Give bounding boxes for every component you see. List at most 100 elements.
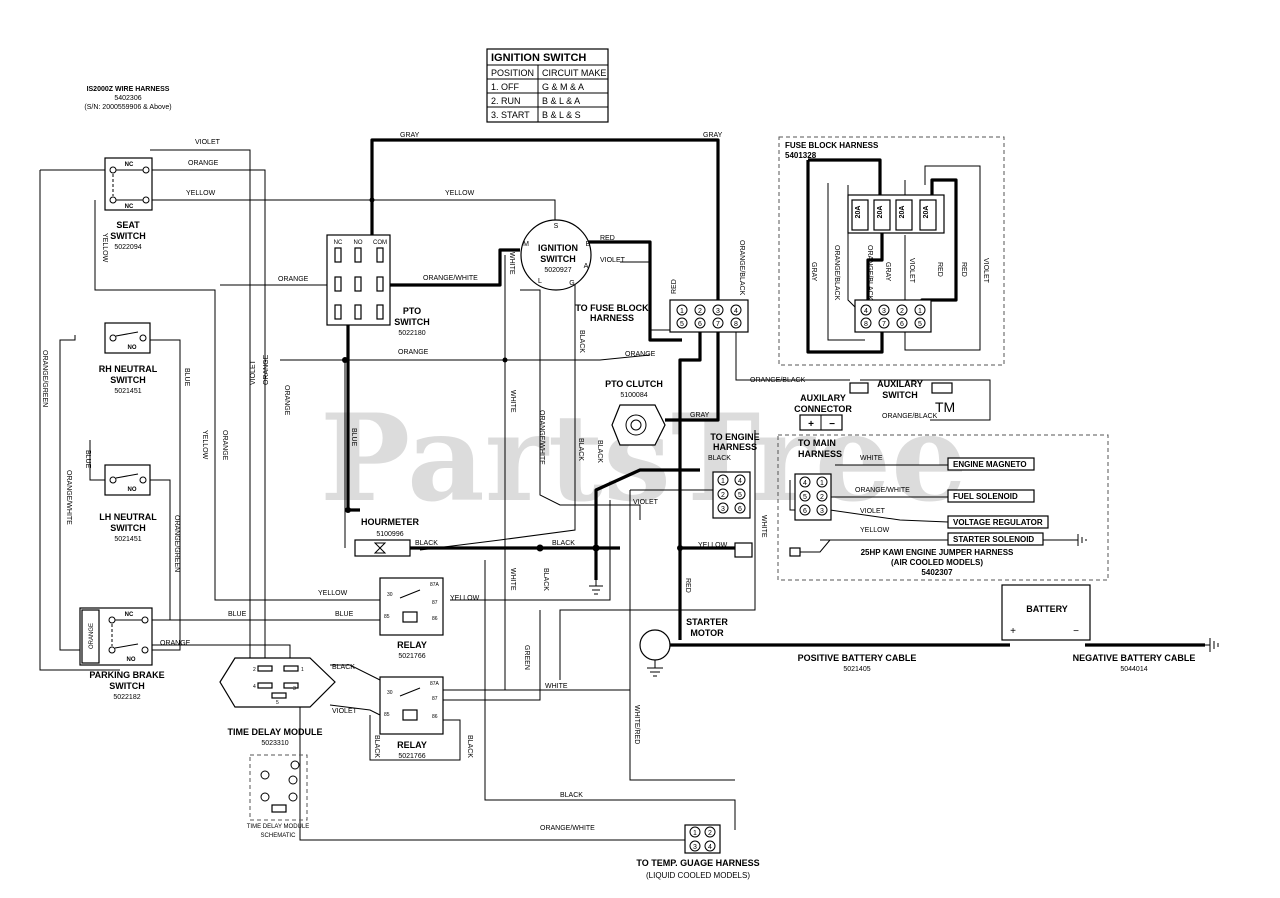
engine-harness-connector: TO ENGINE HARNESS 1 4 2 5 3 6 xyxy=(710,432,760,519)
hourmeter-name: HOURMETER xyxy=(361,517,419,527)
relay2-87a: 87A xyxy=(430,681,440,687)
wire-label: BLACK xyxy=(415,540,438,547)
ej-pin-6: 6 xyxy=(803,508,807,515)
ej-pin-2: 2 xyxy=(820,494,824,501)
time-delay-module: 2 1 4 3 5 TIME DELAY MODULE 5023310 TIME… xyxy=(219,657,336,839)
pto-clutch: PTO CLUTCH 5100084 xyxy=(605,379,666,446)
ign-terminal-b: B xyxy=(586,241,591,248)
thick-wires xyxy=(346,138,1205,647)
wire-label: BLACK xyxy=(542,568,549,591)
eh-pin-6: 6 xyxy=(738,506,742,513)
wire-label: VIOLET xyxy=(633,499,659,506)
wire-label: BLACK xyxy=(560,792,583,799)
relay2-30: 30 xyxy=(387,690,393,696)
wire-label: ORANGE xyxy=(263,354,270,385)
to-main-label2: HARNESS xyxy=(798,449,842,459)
wire-label: WHITE xyxy=(509,390,516,413)
fbc-pin-1: 1 xyxy=(680,308,684,315)
yellow-terminal xyxy=(734,542,753,558)
wire-label: ORANGE/BLACK xyxy=(866,245,873,301)
ej-pin-4: 4 xyxy=(803,480,807,487)
rh-neutral-switch: NO RH NEUTRAL SWITCH 5021451 xyxy=(99,322,158,395)
fbc-pin-4: 4 xyxy=(734,308,738,315)
fb-pin-2: 2 xyxy=(900,308,904,315)
wire-label: ORANGE xyxy=(188,160,219,167)
pto-clutch-part: 5100084 xyxy=(620,392,647,399)
engine-box-title1: 25HP KAWI ENGINE JUMPER HARNESS xyxy=(861,548,1014,557)
tg-pin-1: 1 xyxy=(693,830,697,837)
wire-label: ORANGE xyxy=(160,640,191,647)
ej-pin-5: 5 xyxy=(803,494,807,501)
wire-label: YELLOW xyxy=(101,233,108,263)
wire-label: WHITE/RED xyxy=(633,705,640,744)
fb-pin-1: 1 xyxy=(918,308,922,315)
wire-label: BLUE xyxy=(335,611,354,618)
engine-jumper-harness: TO MAIN HARNESS 4 1 5 2 6 3 ENGINE MAGNE… xyxy=(777,434,1109,581)
pos-cable-name: POSITIVE BATTERY CABLE xyxy=(798,653,917,663)
voltage-regulator-label: VOLTAGE REGULATOR xyxy=(953,518,1043,527)
relay1-85: 85 xyxy=(384,614,390,620)
fb-pin-3: 3 xyxy=(882,308,886,315)
aux-switch-label1: AUXILARY xyxy=(877,379,923,389)
wire-label: GRAY xyxy=(884,262,891,282)
fuse-3: 20A xyxy=(899,206,906,219)
tg-pin-2: 2 xyxy=(708,830,712,837)
fbc-pin-5: 5 xyxy=(680,321,684,328)
watermark-tm: TM xyxy=(935,399,955,415)
wire-label: YELLOW xyxy=(318,590,348,597)
wire-label: ORANGE xyxy=(221,430,228,461)
eh-pin-1: 1 xyxy=(721,478,725,485)
pbrake-nc: NC xyxy=(125,612,134,618)
lh-neutral-switch: NO LH NEUTRAL SWITCH 5021451 xyxy=(99,464,157,543)
wire-label: ORANGE/BLACK xyxy=(750,377,806,384)
seat-switch: NC NC SEAT SWITCH 5022094 xyxy=(104,157,153,251)
ignition-switch: S M B A L G IGNITION SWITCH 5020927 xyxy=(520,219,592,291)
eh-pin-4: 4 xyxy=(738,478,742,485)
aux-connector-label2: CONNECTOR xyxy=(794,404,852,414)
table-row-run-circuit: B & L & A xyxy=(542,96,580,106)
table-row-off-position: 1. OFF xyxy=(491,82,520,92)
wire-label: ORANGE/WHITE xyxy=(423,275,478,282)
hourmeter: HOURMETER 5100996 xyxy=(354,517,419,557)
wire-label: BLACK xyxy=(577,438,584,461)
wire-label: ORANGE/WHITE xyxy=(540,825,595,832)
wire-label: BLACK xyxy=(708,455,731,462)
ej-pin-1: 1 xyxy=(820,480,824,487)
engine-box-part: 5402307 xyxy=(921,568,953,577)
ground-icon-battery xyxy=(1205,638,1219,652)
temp-gauge-connector: 1 2 3 4 TO TEMP. GUAGE HARNESS (LIQUID C… xyxy=(636,824,760,880)
relay2-part: 5021766 xyxy=(398,753,425,760)
wire-label: RED xyxy=(936,262,943,277)
pbrake-name2: SWITCH xyxy=(109,681,145,691)
fuse-block-conn-label1: TO FUSE BLOCK xyxy=(575,303,649,313)
wire-label: BLUE xyxy=(84,450,91,469)
seat-switch-name1: SEAT xyxy=(116,220,140,230)
seat-switch-part: 5022094 xyxy=(114,244,141,251)
ground-icon-starter xyxy=(1075,534,1087,546)
wire-label: GRAY xyxy=(810,262,817,282)
starter-label1: STARTER xyxy=(686,617,728,627)
fuse-4: 20A xyxy=(923,206,930,219)
wire-label: GREEN xyxy=(523,645,530,670)
wire-label: ORANGE/GREEN xyxy=(173,515,180,572)
tg-pin-4: 4 xyxy=(708,844,712,851)
wire-label: ORANGE/GREEN xyxy=(41,350,48,407)
relay2-85: 85 xyxy=(384,712,390,718)
pto-switch-part: 5022180 xyxy=(398,330,425,337)
wire-label: YELLOW xyxy=(450,595,480,602)
wire-label: BLACK xyxy=(466,735,473,758)
battery-name: BATTERY xyxy=(1026,604,1068,614)
wire-label: ORANGE/BLACK xyxy=(833,245,840,301)
time-delay-part: 5023310 xyxy=(261,740,288,747)
aux-switch-label2: SWITCH xyxy=(882,390,918,400)
ignition-switch-name1: IGNITION xyxy=(538,243,578,253)
wire-label: YELLOW xyxy=(201,430,208,460)
auxiliary-switch: AUXILARY SWITCH xyxy=(849,379,953,400)
wire-label: VIOLET xyxy=(908,258,915,284)
table-header-position: POSITION xyxy=(491,68,534,78)
wire-label: BLACK xyxy=(373,735,380,758)
ignition-table: IGNITION SWITCH POSITION CIRCUIT MAKE 1.… xyxy=(486,48,609,123)
aux-minus: − xyxy=(829,419,835,430)
wire-label: VIOLET xyxy=(195,139,221,146)
table-row-run-position: 2. RUN xyxy=(491,96,521,106)
